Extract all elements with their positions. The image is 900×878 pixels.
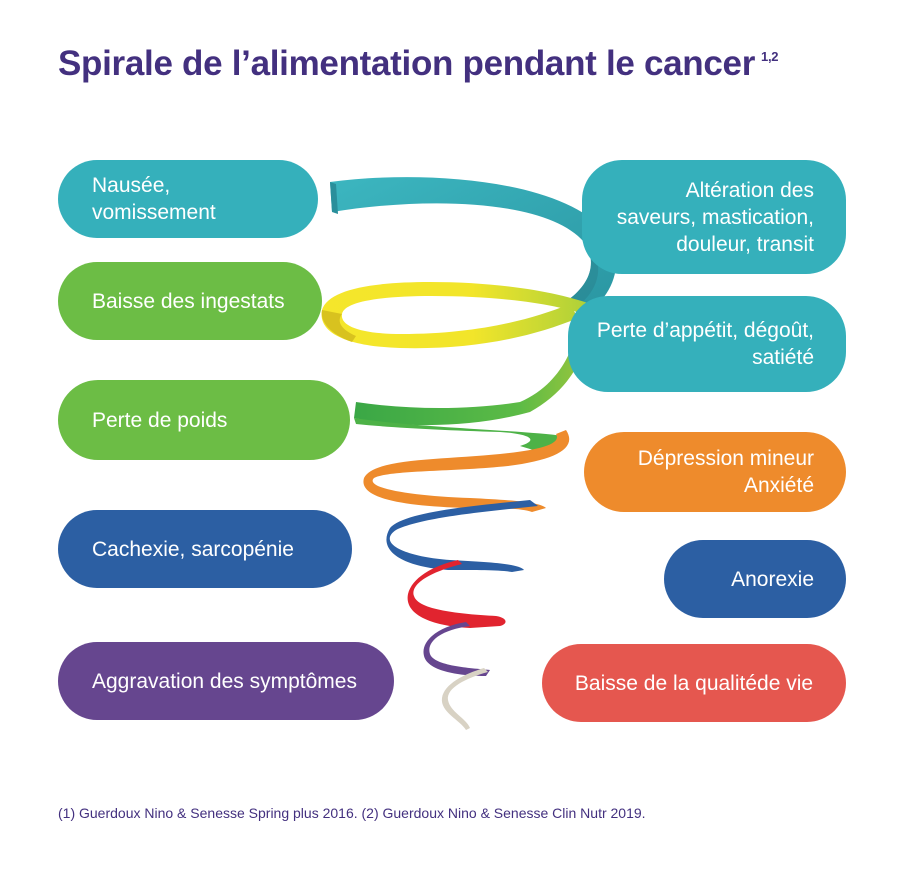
box-aggravation-symptomes: Aggravation des symptômes (58, 642, 394, 720)
spiral-segment-orange (363, 430, 570, 512)
spiral-segment-green-loop (354, 418, 567, 452)
box-line: Altération des (685, 178, 814, 202)
box-cachexie-sarcopenie: Cachexie, sarcopénie (58, 510, 352, 588)
box-line: Perte d’appétit, dégoût, (596, 319, 814, 342)
box-line: saveurs, mastication, (616, 205, 814, 229)
box-alteration-saveurs: Altération des saveurs, mastication, dou… (582, 160, 846, 274)
spiral-segment-red (407, 560, 506, 628)
box-perte-appetit: Perte d’appétit, dégoût, satiété (568, 296, 846, 392)
footer-references: (1) Guerdoux Nino & Senesse Spring plus … (58, 805, 646, 821)
box-line: Cachexie, sarcopénie (92, 537, 294, 561)
box-line: Dépression mineur (637, 447, 814, 470)
title-reference: 1,2 (761, 49, 779, 64)
spiral-segment-green (354, 318, 590, 426)
spiral-segment-teal (330, 177, 617, 318)
box-line: satiété (752, 346, 814, 369)
page-title: Spirale de l’alimentation pendant le can… (58, 44, 779, 84)
spiral-segment-teal-edge (330, 182, 338, 214)
spiral-segment-blue (386, 500, 538, 572)
box-line: vomissement (92, 201, 216, 224)
title-text: Spirale de l’alimentation pendant le can… (58, 44, 756, 83)
spiral-segment-purple (423, 622, 490, 676)
box-baisse-ingestats: Baisse des ingestats (58, 262, 322, 340)
box-line: Baisse de la qualitéde vie (574, 671, 814, 695)
box-line: Perte de poids (92, 408, 228, 432)
box-anorexie: Anorexie (664, 540, 846, 618)
spiral-segment-yellow (321, 282, 596, 349)
box-line: Anorexie (731, 567, 814, 591)
box-depression-anxiete: Dépression mineur Anxiété (584, 432, 846, 512)
spiral-segment-yellow-edge (321, 310, 356, 342)
box-perte-poids: Perte de poids (58, 380, 350, 460)
box-line: Aggravation des symptômes (92, 669, 357, 693)
box-line: Nausée, (92, 174, 171, 197)
box-line: Anxiété (743, 474, 814, 497)
box-baisse-qualite-vie: Baisse de la qualitéde vie (542, 644, 846, 722)
box-line: douleur, transit (676, 232, 814, 256)
box-line: Baisse des ingestats (92, 289, 285, 313)
box-nausee-vomissement: Nausée, vomissement (58, 160, 318, 238)
spiral-segment-teal-inner (568, 242, 599, 306)
spiral-segment-tail (441, 668, 488, 730)
